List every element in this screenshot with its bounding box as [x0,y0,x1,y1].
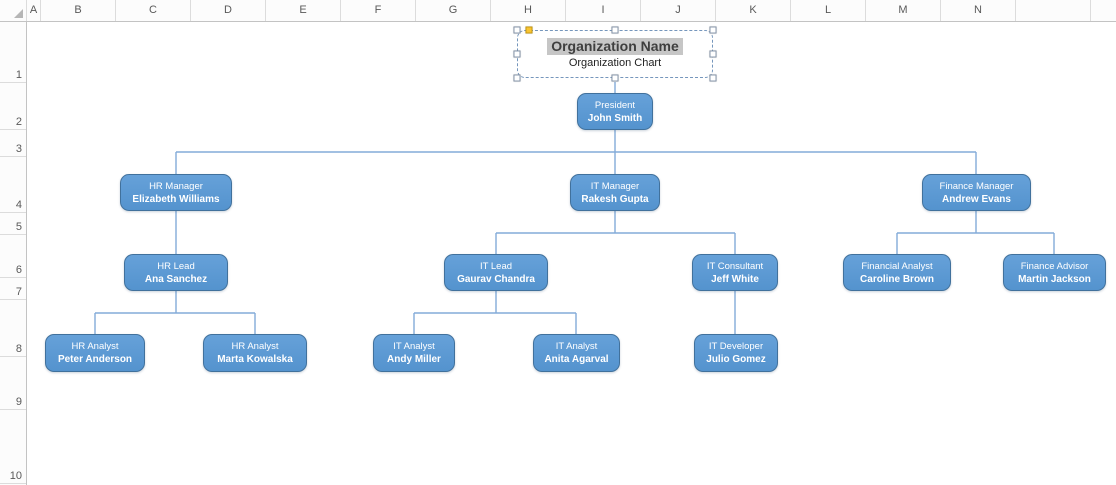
org-node-it-analyst-2[interactable]: IT Analyst Anita Agarval [533,334,620,372]
row-header-1[interactable]: 1 [0,22,26,83]
column-header-bar: A B C D E F G H I J K L M N [0,0,1116,22]
connector-itmanager-children[interactable] [495,211,736,254]
column-header-g[interactable]: G [416,0,491,21]
org-title-text[interactable]: Organization Name [547,38,683,55]
org-node-it-developer[interactable]: IT Developer Julio Gomez [694,334,778,372]
org-node-hr-manager[interactable]: HR Manager Elizabeth Williams [120,174,232,211]
connector-president-managers[interactable] [175,130,977,174]
node-role: HR Lead [157,260,195,272]
node-role: IT Lead [479,260,513,272]
selection-handle-bottom-right[interactable] [709,74,717,82]
column-header-f[interactable]: F [341,0,416,21]
org-node-president[interactable]: President John Smith [577,93,653,130]
selection-handle-top-left[interactable] [513,26,521,34]
org-node-finance-advisor[interactable]: Finance Advisor Martin Jackson [1003,254,1106,291]
node-role: President [594,99,636,111]
node-person: Jeff White [711,273,759,285]
org-node-finance-manager[interactable]: Finance Manager Andrew Evans [922,174,1031,211]
node-person: Rakesh Gupta [581,193,649,205]
connector-itlead-children[interactable] [413,291,577,334]
column-header-d[interactable]: D [191,0,266,21]
org-node-it-manager[interactable]: IT Manager Rakesh Gupta [570,174,660,211]
org-node-hr-analyst-2[interactable]: HR Analyst Marta Kowalska [203,334,307,372]
node-role: Financial Analyst [861,260,933,272]
row-header-8[interactable]: 8 [0,300,26,357]
node-role: IT Developer [708,341,764,352]
connector-hrlead-children[interactable] [94,291,256,334]
column-header-l[interactable]: L [791,0,866,21]
node-person: Anita Agarval [544,354,609,365]
row-header-10[interactable]: 10 [0,410,26,484]
org-node-it-lead[interactable]: IT Lead Gaurav Chandra [444,254,548,291]
shape-adjust-handle[interactable] [525,26,533,34]
column-header-j[interactable]: J [641,0,716,21]
selection-handle-bottom-left[interactable] [513,74,521,82]
column-header-i[interactable]: I [566,0,641,21]
column-header-b[interactable]: B [41,0,116,21]
node-role: Finance Advisor [1020,260,1089,272]
column-header-m[interactable]: M [866,0,941,21]
node-person: Peter Anderson [57,354,133,365]
selection-handle-top-right[interactable] [709,26,717,34]
node-role: IT Consultant [706,260,764,272]
node-person: Andy Miller [387,354,441,365]
connector-financemanager-children[interactable] [896,211,1055,254]
selection-handle-bottom-mid[interactable] [611,74,619,82]
row-header-9[interactable]: 9 [0,357,26,410]
org-title-shape[interactable]: Organization Name Organization Chart [517,30,713,78]
row-header-5[interactable]: 5 [0,213,26,235]
node-person: Andrew Evans [942,193,1011,205]
column-header-k[interactable]: K [716,0,791,21]
node-role: IT Analyst [555,341,598,352]
row-header-7[interactable]: 7 [0,278,26,300]
node-person: Gaurav Chandra [457,273,535,285]
row-header-bar: 1 2 3 4 5 6 7 8 9 10 [0,22,27,485]
row-header-6[interactable]: 6 [0,235,26,278]
node-person: John Smith [587,112,643,124]
selection-handle-top-mid[interactable] [611,26,619,34]
node-role: HR Manager [149,180,203,192]
org-node-it-analyst-1[interactable]: IT Analyst Andy Miller [373,334,455,372]
selection-handle-mid-right[interactable] [709,50,717,58]
org-node-hr-analyst-1[interactable]: HR Analyst Peter Anderson [45,334,145,372]
select-all-triangle-icon [14,9,23,18]
node-person: Marta Kowalska [217,354,293,365]
org-node-financial-analyst[interactable]: Financial Analyst Caroline Brown [843,254,951,291]
row-header-4[interactable]: 4 [0,157,26,213]
node-person: Julio Gomez [706,354,766,365]
selection-handle-mid-left[interactable] [513,50,521,58]
node-role: HR Analyst [71,341,119,352]
node-role: Finance Manager [939,180,1014,192]
node-role: IT Analyst [393,341,435,352]
node-person: Ana Sanchez [144,273,208,285]
select-all-corner[interactable] [0,0,27,21]
node-person: Elizabeth Williams [132,193,220,205]
row-header-3[interactable]: 3 [0,130,26,157]
node-person: Caroline Brown [860,273,934,285]
column-header-e[interactable]: E [266,0,341,21]
node-role: IT Manager [590,180,640,192]
org-subtitle-text[interactable]: Organization Chart [568,57,662,69]
org-node-it-consultant[interactable]: IT Consultant Jeff White [692,254,778,291]
column-header-n[interactable]: N [941,0,1016,21]
column-header-blank[interactable] [1016,0,1091,21]
row-header-2[interactable]: 2 [0,83,26,130]
org-node-hr-lead[interactable]: HR Lead Ana Sanchez [124,254,228,291]
node-person: Martin Jackson [1018,273,1091,285]
column-header-h[interactable]: H [491,0,566,21]
column-header-a[interactable]: A [27,0,41,21]
column-header-c[interactable]: C [116,0,191,21]
node-role: HR Analyst [231,341,279,352]
